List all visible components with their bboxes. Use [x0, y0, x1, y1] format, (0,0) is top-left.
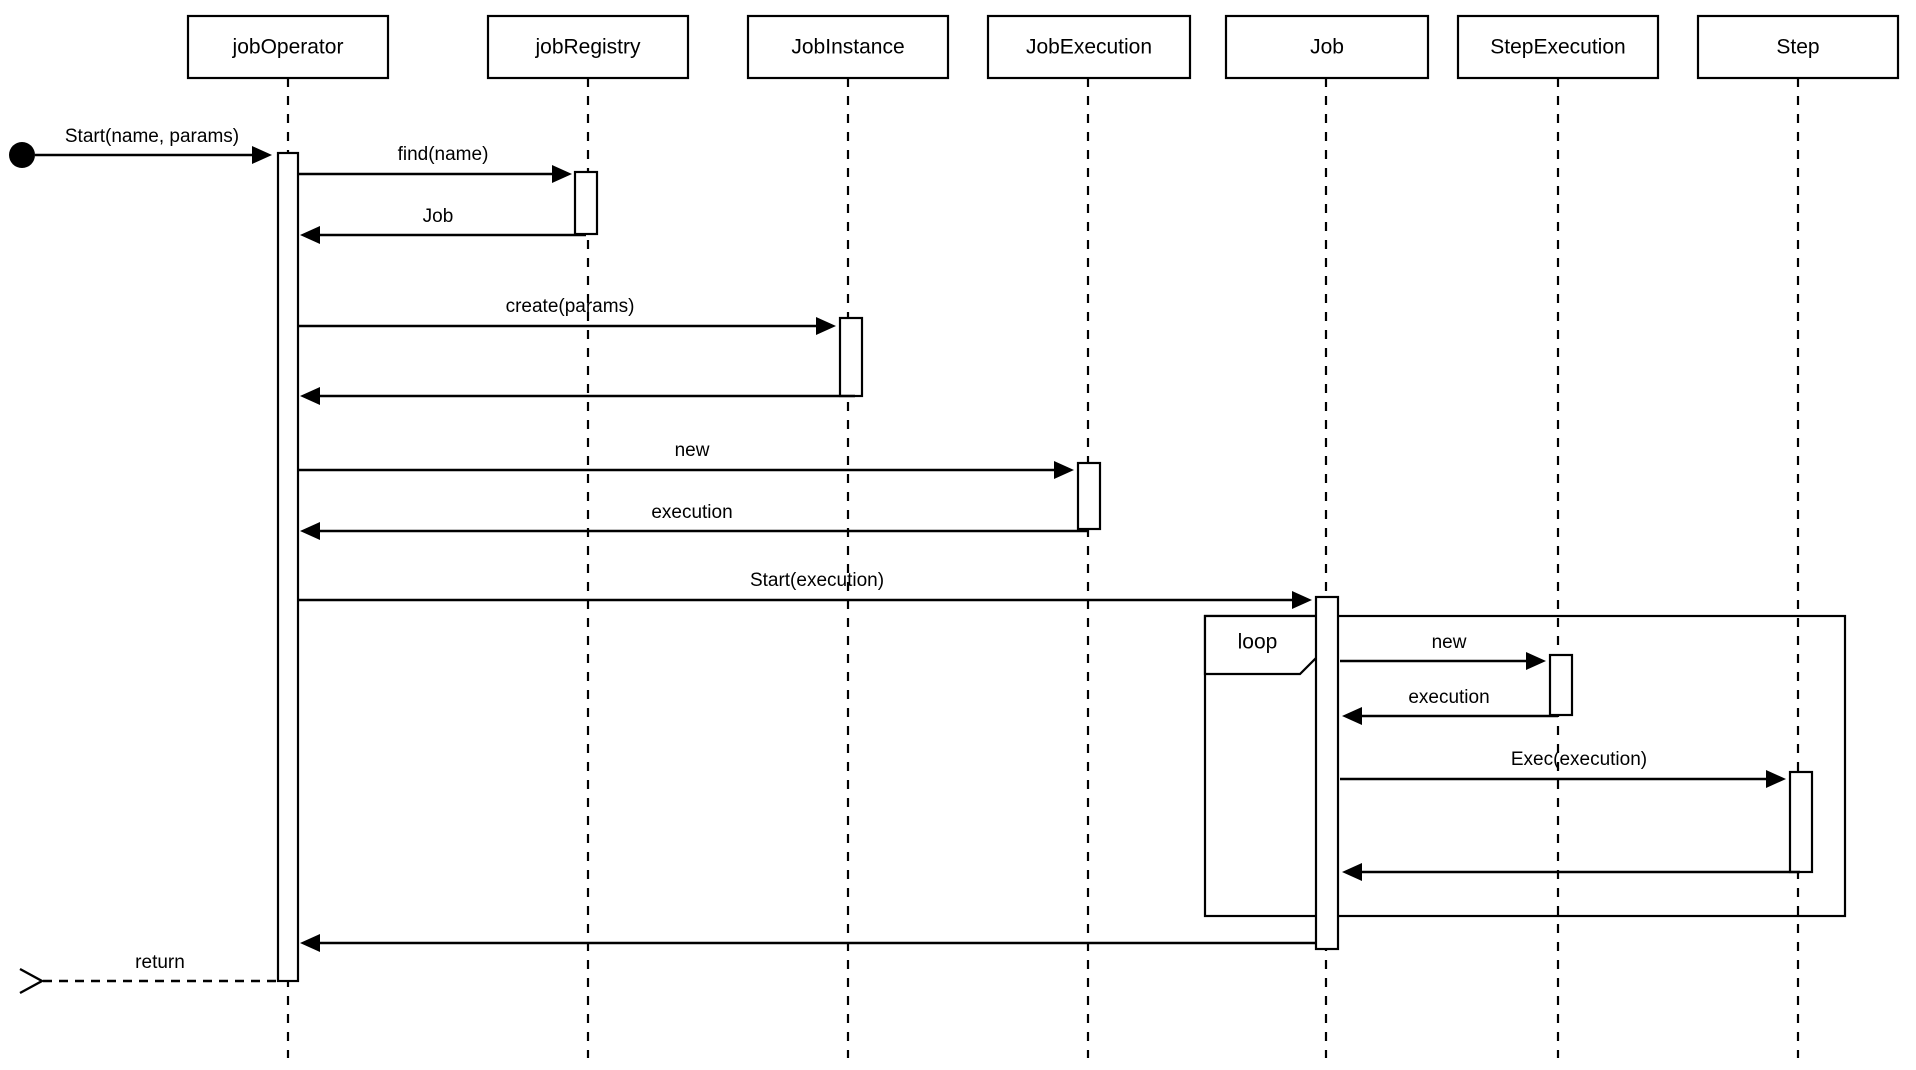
start-actor-group [9, 142, 35, 168]
message-label-m10: execution [1408, 687, 1489, 708]
message-m7: execution [300, 502, 1088, 540]
activation-bar-JobInstance [838, 316, 864, 398]
message-m4: create(params) [298, 296, 836, 335]
lifeline-dashed-lines-group [286, 78, 1800, 1058]
lifeline-header-Job[interactable]: Job [1224, 14, 1430, 80]
lifeline-header-StepExecution[interactable]: StepExecution [1456, 14, 1660, 80]
activation-bar-Job [1314, 595, 1340, 951]
message-label-m14: return [135, 952, 185, 973]
message-m3: Job [300, 206, 586, 244]
message-m8: Start(execution) [298, 570, 1312, 609]
message-label-m2: find(name) [398, 144, 489, 165]
lifeline-label-StepExecution: StepExecution [1490, 36, 1625, 59]
message-arrowhead-m1 [252, 146, 272, 164]
message-m6: new [298, 440, 1074, 479]
message-arrowhead-m2 [552, 165, 572, 183]
message-label-m8: Start(execution) [750, 570, 884, 591]
lifeline-label-Job: Job [1310, 36, 1344, 59]
activation-bar-jobOperator [276, 151, 300, 983]
lifeline-header-JobInstance[interactable]: JobInstance [746, 14, 950, 80]
loop-fragment-group: loop [1203, 614, 1847, 918]
lifeline-header-jobOperator[interactable]: jobOperator [186, 14, 390, 80]
lifeline-header-boxes-group: jobOperator jobRegistry JobInstance JobExec… [186, 14, 1900, 80]
message-arrowhead-m3 [300, 226, 320, 244]
message-label-m7: execution [651, 502, 732, 523]
message-label-m9: new [1432, 632, 1467, 653]
message-label-m3: Job [423, 206, 454, 227]
message-label-m1: Start(name, params) [65, 126, 239, 147]
message-m2: find(name) [298, 144, 572, 183]
activation-bar-Step [1788, 770, 1814, 874]
message-m9: new [1340, 632, 1546, 670]
lifeline-label-JobInstance: JobInstance [791, 36, 904, 59]
lifeline-header-JobExecution[interactable]: JobExecution [986, 14, 1192, 80]
lifeline-box-StepExecution[interactable] [1456, 14, 1660, 80]
message-arrowhead-m13 [300, 934, 320, 952]
loop-fragment-border [1203, 614, 1847, 918]
loop-fragment-operator-label: loop [1238, 631, 1278, 654]
message-arrowhead-m6 [1054, 461, 1074, 479]
message-m10: execution [1342, 687, 1558, 725]
message-arrowhead-m11 [1766, 770, 1786, 788]
lifeline-box-jobRegistry[interactable] [486, 14, 690, 80]
lifeline-label-jobOperator: jobOperator [232, 36, 344, 59]
message-m13 [300, 934, 1316, 952]
message-m5 [300, 387, 855, 405]
message-label-m4: create(params) [506, 296, 635, 317]
lifeline-header-Step[interactable]: Step [1696, 14, 1900, 80]
activation-bar-jobRegistry [573, 170, 599, 236]
loop-fragment-label-box [1203, 614, 1320, 676]
message-label-m6: new [675, 440, 710, 461]
message-arrowhead-m12 [1342, 863, 1362, 881]
lifeline-header-jobRegistry[interactable]: jobRegistry [486, 14, 690, 80]
activation-bar-StepExecution [1548, 653, 1574, 717]
lifeline-box-Job[interactable] [1224, 14, 1430, 80]
message-arrowhead-m4 [816, 317, 836, 335]
activation-bar-JobExecution [1076, 461, 1102, 531]
messages-group: Start(name, params) find(name) Job create(p… [19, 126, 1800, 995]
message-m12 [1342, 863, 1800, 881]
start-actor-dot [9, 142, 35, 168]
message-m11: Exec(execution) [1340, 749, 1786, 788]
message-arrowhead-m8 [1292, 591, 1312, 609]
message-arrowhead-m10 [1342, 707, 1362, 725]
lifeline-label-Step: Step [1776, 36, 1819, 59]
message-m1: Start(name, params) [35, 126, 272, 164]
lifeline-box-JobExecution[interactable] [986, 14, 1192, 80]
message-arrowhead-m5 [300, 387, 320, 405]
message-arrowhead-m9 [1526, 652, 1546, 670]
lifeline-box-JobInstance[interactable] [746, 14, 950, 80]
lifeline-box-jobOperator[interactable] [186, 14, 390, 80]
message-arrowhead-m14 [19, 967, 45, 995]
lifeline-box-Step[interactable] [1696, 14, 1900, 80]
message-arrowhead-m7 [300, 522, 320, 540]
message-m14: return [19, 952, 276, 995]
lifeline-label-jobRegistry: jobRegistry [534, 36, 641, 59]
lifeline-label-JobExecution: JobExecution [1026, 36, 1152, 59]
activation-bars-group [276, 151, 1814, 983]
message-label-m11: Exec(execution) [1511, 749, 1647, 770]
